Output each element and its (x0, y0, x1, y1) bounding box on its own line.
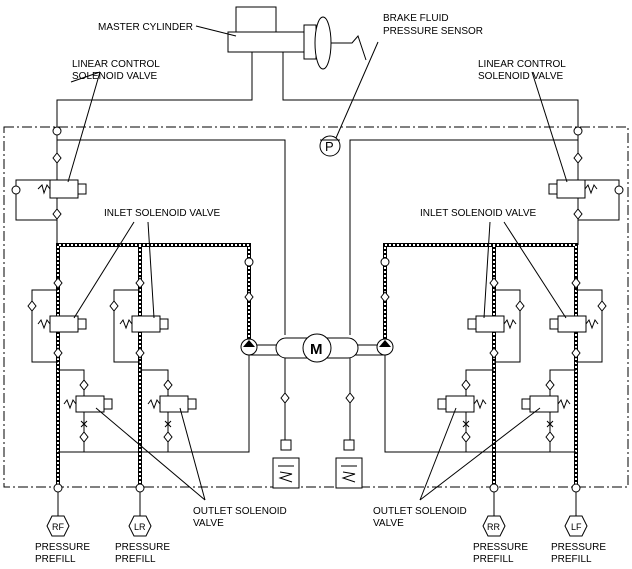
port-lr-line1: PRESSURE (115, 542, 170, 553)
port-lf-name: LF (571, 522, 582, 532)
linear-right-label-1: LINEAR CONTROL (478, 59, 566, 70)
pump-motor: M (240, 333, 394, 363)
port-lr-line2: PREFILL (115, 554, 156, 565)
port-rr: RR PRESSURE PREFILL (473, 492, 528, 565)
master-cylinder-label: MASTER CYLINDER (98, 22, 193, 33)
port-rf-line1: PRESSURE (35, 542, 90, 553)
master-cylinder (56, 6, 579, 127)
inlet-solenoid-valve-rf (27, 277, 87, 363)
port-rr-name: RR (487, 522, 500, 532)
port-rf-name: RF (52, 522, 64, 532)
outlet-solenoid-valve-lr (140, 369, 197, 452)
port-rr-line1: PRESSURE (473, 542, 528, 553)
port-lf-line1: PRESSURE (551, 542, 606, 553)
linear-control-solenoid-valve-right (548, 179, 624, 221)
port-rf: RF PRESSURE PREFILL (35, 492, 90, 565)
outlet-left-label-1: OUTLET SOLENOID (193, 506, 287, 517)
outlet-solenoid-valve-lf (521, 369, 576, 452)
port-lr-name: LR (134, 522, 146, 532)
port-rr-line2: PREFILL (473, 554, 514, 565)
brake-fluid-sensor-label-2: PRESSURE SENSOR (383, 26, 483, 37)
inlet-solenoid-valve-lf (549, 277, 607, 363)
inlet-right-label: INLET SOLENOID VALVE (420, 208, 536, 219)
brake-fluid-pressure-sensor: P (319, 41, 379, 157)
linear-left-label-2: SOLENOID VALVE (72, 71, 158, 82)
outlet-left-label-2: VALVE (193, 518, 224, 529)
pressure-sensor-symbol: P (325, 139, 334, 154)
inlet-solenoid-valve-rr (467, 277, 525, 363)
outlet-right-label-1: OUTLET SOLENOID (373, 506, 467, 517)
linear-left-label-1: LINEAR CONTROL (72, 59, 160, 70)
outlet-solenoid-valve-rf (58, 369, 113, 452)
reservoir-right (335, 358, 363, 489)
linear-control-solenoid-valve-left (11, 179, 87, 221)
linear-right-label-2: SOLENOID VALVE (478, 71, 564, 82)
reservoir-left (272, 358, 300, 489)
port-rf-line2: PREFILL (35, 554, 76, 565)
port-lf-line2: PREFILL (551, 554, 592, 565)
port-lr: LR PRESSURE PREFILL (115, 492, 170, 565)
motor-symbol: M (310, 341, 323, 358)
outlet-solenoid-valve-rr (437, 369, 494, 452)
inlet-solenoid-valve-lr (109, 277, 169, 363)
outlet-right-label-2: VALVE (373, 518, 404, 529)
hydraulic-unit-boundary (3, 126, 629, 488)
inlet-left-label: INLET SOLENOID VALVE (104, 208, 220, 219)
port-lf: LF PRESSURE PREFILL (551, 492, 606, 565)
brake-fluid-sensor-label-1: BRAKE FLUID (383, 13, 449, 24)
